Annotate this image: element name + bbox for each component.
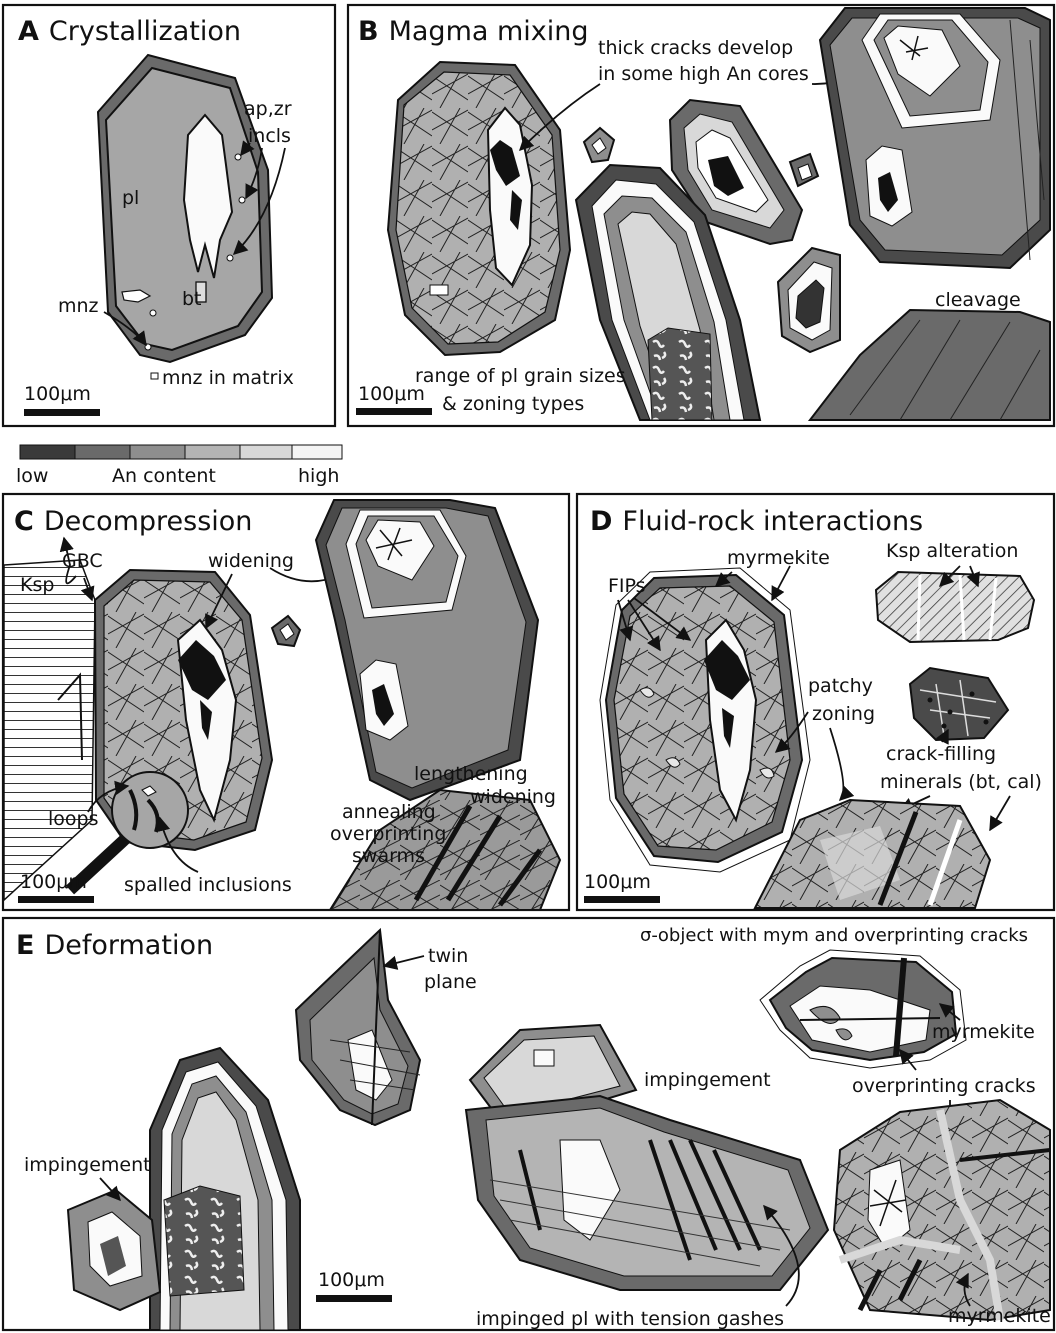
label-myrmekite-e-2: myrmekite <box>948 1305 1051 1327</box>
an-content-legend: low An content high <box>16 445 342 487</box>
scale-label-b: 100μm <box>358 383 425 405</box>
label-fips: FIPs <box>608 575 646 597</box>
legend-swatch-6 <box>292 445 342 459</box>
legend-swatch-5 <box>240 445 292 459</box>
label-lengthening: lengthening <box>414 763 528 785</box>
label-ksp-alteration: Ksp alteration <box>886 540 1018 562</box>
label-mnz-matrix: mnz in matrix <box>162 367 294 389</box>
scale-bar-a <box>24 409 100 416</box>
legend-low: low <box>16 465 48 487</box>
label-crack-filling: crack-filling <box>886 743 996 765</box>
label-ksp: Ksp <box>20 574 54 596</box>
label-patchy: patchy <box>808 675 873 697</box>
label-pl: pl <box>122 187 139 209</box>
large-grain-b <box>820 8 1050 268</box>
label-high-an: in some high An cores <box>598 63 809 85</box>
label-myrmekite-e-1: myrmekite <box>932 1021 1035 1043</box>
label-zoning: zoning <box>812 703 875 725</box>
legend-title: An content <box>112 465 216 487</box>
scale-bar-b <box>356 408 432 415</box>
label-swarms: swarms <box>352 845 425 867</box>
label-cleavage: cleavage <box>935 289 1021 311</box>
label-apzr: ap,zr <box>244 98 292 120</box>
label-widening: widening <box>208 550 294 572</box>
panel-e-title: EDeformation <box>16 930 213 961</box>
legend-swatch-2 <box>75 445 130 459</box>
label-thick-cracks: thick cracks develop <box>598 37 793 59</box>
altered-grain-d <box>600 568 810 872</box>
ksp-altered-grain <box>876 572 1034 642</box>
legend-swatch-4 <box>185 445 240 459</box>
cracked-grain-b <box>388 62 570 355</box>
magnifier-circle <box>112 772 188 848</box>
label-twin: twin <box>428 945 468 967</box>
label-annealing: annealing <box>342 801 436 823</box>
scale-bar-d <box>584 896 660 903</box>
label-myrmekite-d: myrmekite <box>727 547 830 569</box>
label-plane: plane <box>424 971 477 993</box>
scale-label-e: 100μm <box>318 1269 385 1291</box>
label-widening-2: widening <box>470 786 556 808</box>
label-zoning-types: & zoning types <box>442 393 584 415</box>
label-sigma-object: σ-object with mym and overprinting crack… <box>640 925 1028 946</box>
label-range: range of pl grain sizes <box>415 365 626 387</box>
legend-swatch-3 <box>130 445 185 459</box>
legend-high: high <box>298 465 339 487</box>
label-spalled: spalled inclusions <box>124 874 292 896</box>
label-impinged-pl: impinged pl with tension gashes <box>476 1308 784 1330</box>
legend-swatch-1 <box>20 445 75 459</box>
label-overprinting: overprinting <box>330 823 446 845</box>
scale-label-c: 100μm <box>20 871 87 893</box>
cracked-grain-e <box>834 1100 1050 1320</box>
label-bt: bt <box>182 288 202 310</box>
label-incls: incls <box>248 125 291 147</box>
scale-label-d: 100μm <box>584 871 651 893</box>
label-crack-minerals: minerals (bt, cal) <box>880 771 1042 793</box>
label-loops: loops <box>48 808 99 830</box>
mnz-matrix-symbol <box>151 373 158 379</box>
label-overprinting-cracks: overprinting cracks <box>852 1075 1036 1097</box>
panel-a-title: ACrystallization <box>18 16 241 47</box>
label-impingement-1: impingement <box>24 1154 151 1176</box>
scale-label-a: 100μm <box>24 383 91 405</box>
scale-bar-e <box>316 1295 392 1302</box>
scale-bar-c <box>18 896 94 903</box>
label-mnz: mnz <box>58 295 99 317</box>
label-impingement-2: impingement <box>644 1069 771 1091</box>
